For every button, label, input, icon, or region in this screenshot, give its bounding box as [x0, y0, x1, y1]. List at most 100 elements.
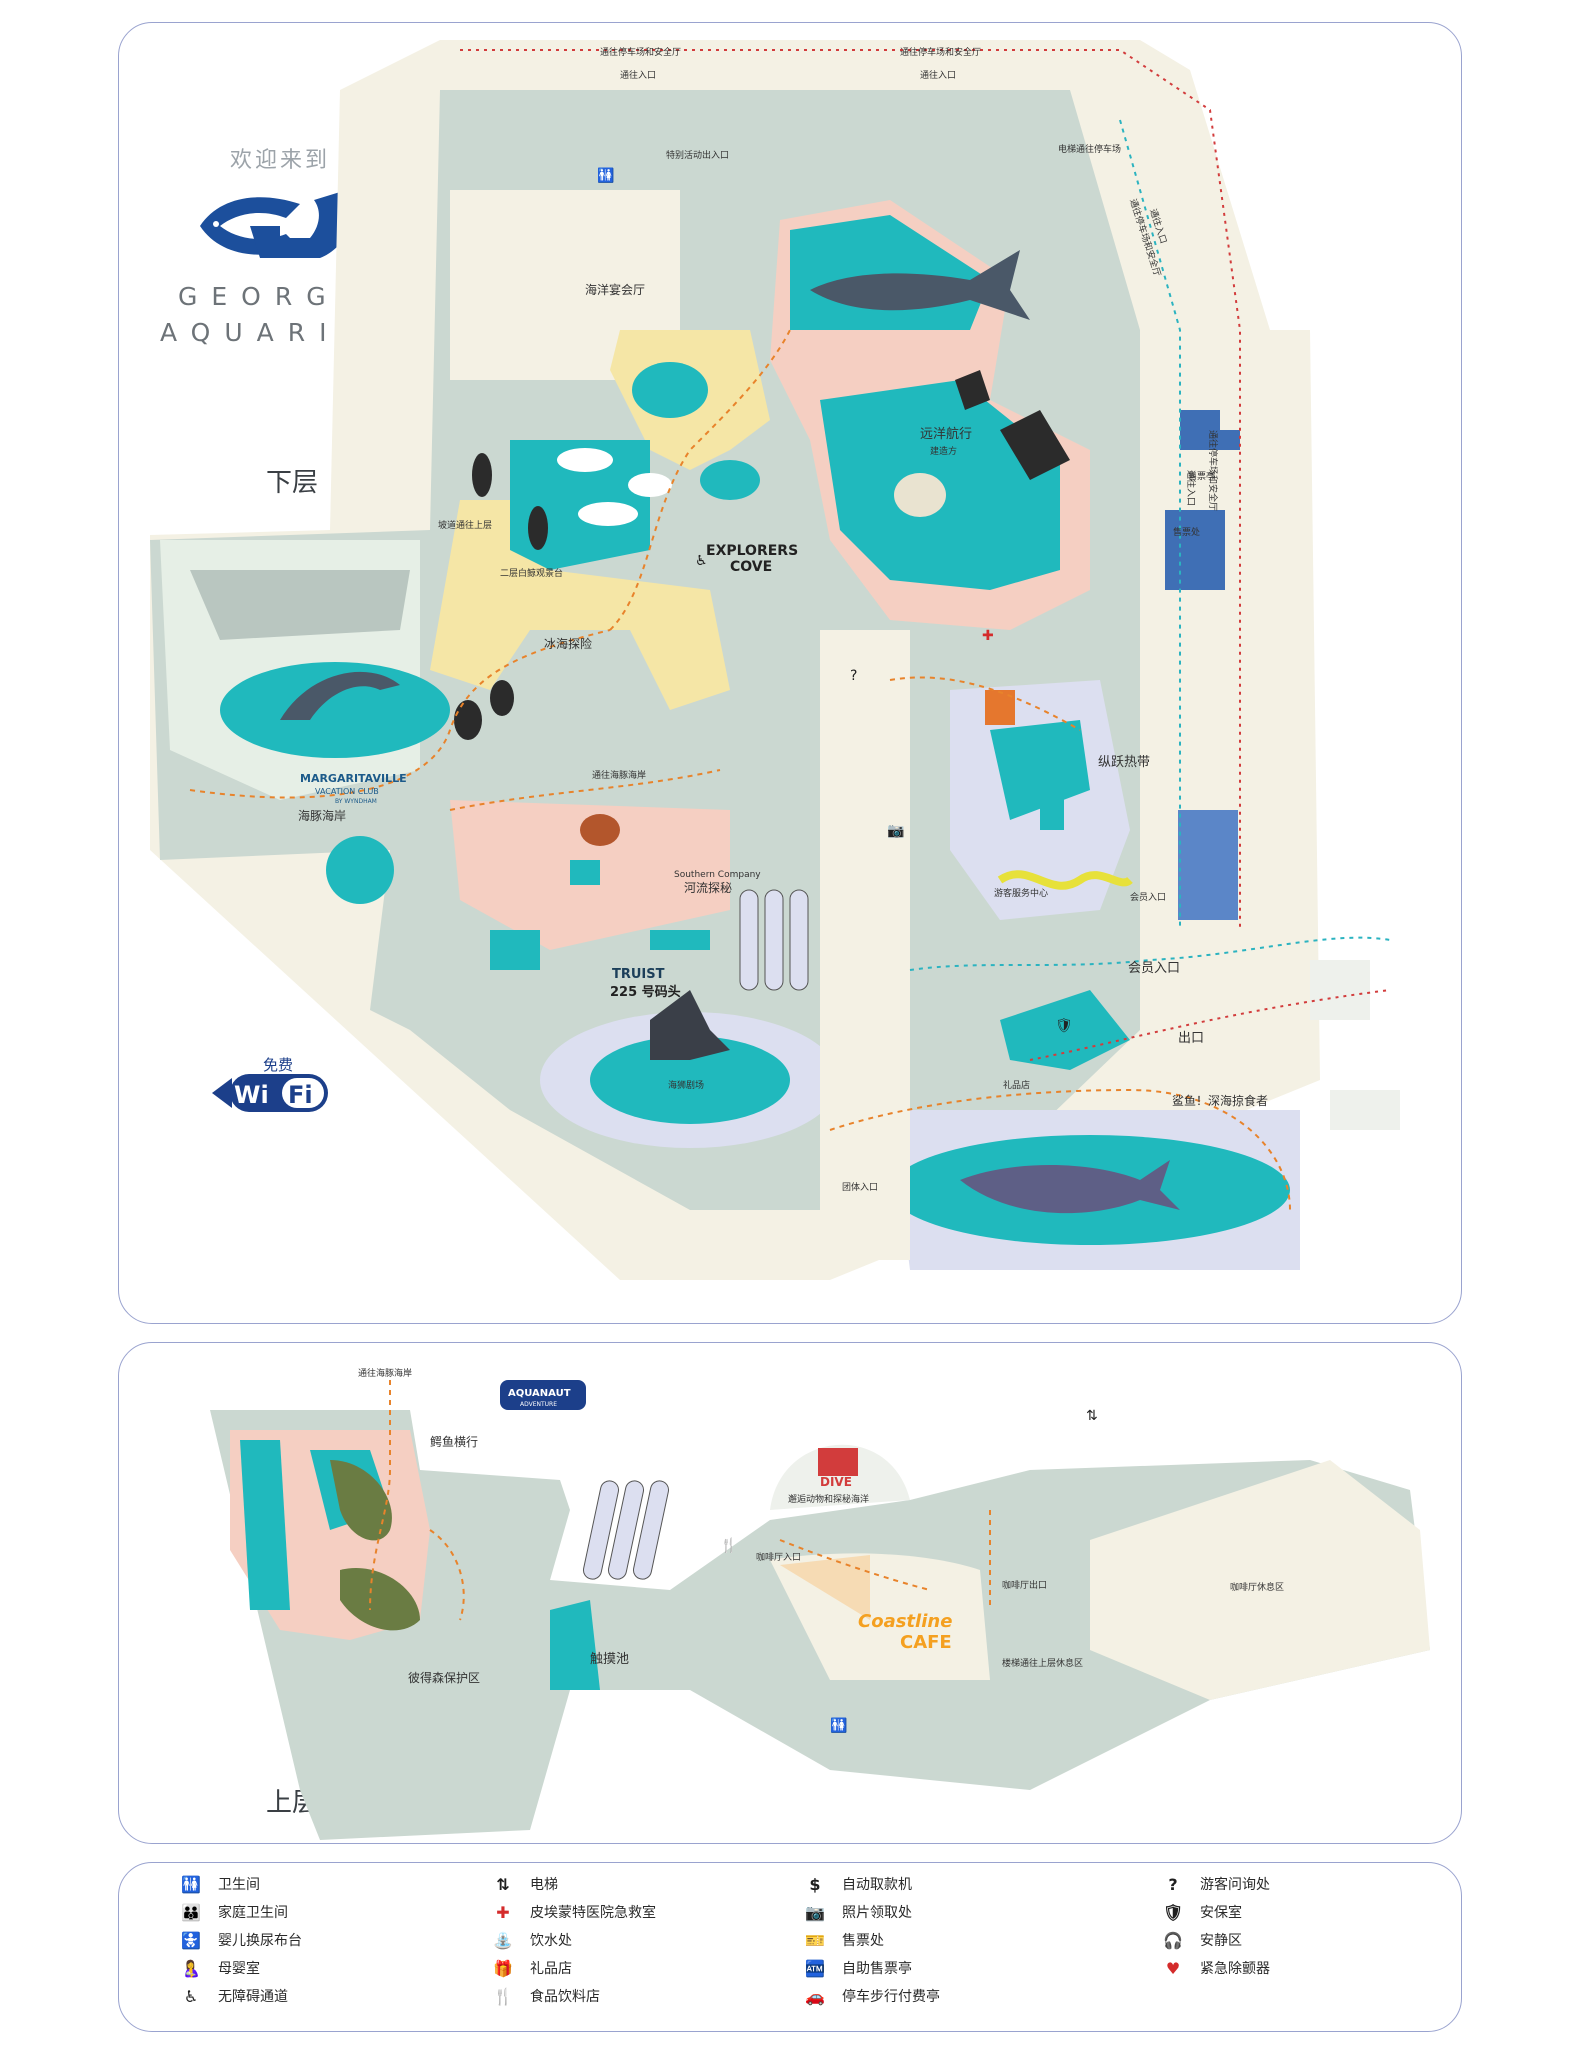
to-entrance-arrow-1: 通往入口 [620, 69, 656, 81]
ticket-icon: 🎫 [805, 1930, 825, 1950]
cafe-exit-label: 咖啡厅出口 [1002, 1579, 1047, 1591]
manta-ray-illustration [1000, 410, 1070, 480]
quiet-zone-icon: 🎧 [1163, 1930, 1183, 1950]
explorers-cove-line1: EXPLORERS [706, 543, 798, 559]
special-event-exit-label: 特别活动出入口 [666, 149, 729, 161]
elevator-to-parking-label: 电梯通往停车场 [1058, 143, 1121, 155]
hammerhead-illustration [960, 1160, 1180, 1214]
aed-icon: ♥ [1165, 1958, 1181, 1978]
sea-lion-illustration [650, 990, 730, 1060]
map-icons: 🚻 ♿ ? ✚ 📷 🛡 [597, 167, 1073, 1034]
legend-item-first-aid: ✚皮埃蒙特医院急救室 [490, 1898, 810, 1926]
group-entrance-label: 团体入口 [842, 1181, 878, 1193]
touch-pool-label: 触摸池 [590, 1652, 629, 1667]
penguin-illustration [472, 453, 492, 497]
to-dolphin-coast-label: 通往海豚海岸 [592, 769, 646, 781]
legend-item-quiet: 🎧安静区 [1160, 1926, 1440, 1954]
baby-changing-icon: 🚼 [181, 1930, 201, 1950]
dive-label: DIVE [820, 1475, 852, 1489]
food-icon: 🍴 [720, 1537, 737, 1554]
legend-column-1: 🚻卫生间 👪家庭卫生间 🚼婴儿换尿布台 🤱母婴室 ♿无障碍通道 [178, 1870, 498, 2010]
atm-icon: $ [809, 1874, 821, 1894]
lower-level-label: 下层 [266, 468, 319, 498]
eel-illustration [997, 870, 1133, 890]
cold-water-label: 冰海探险 [544, 636, 592, 651]
tropical-diver-label: 纵跃热带 [1098, 755, 1150, 770]
puffin-illustration [454, 700, 482, 740]
welcome-text: 欢迎来到 [230, 148, 331, 173]
aquanaut-label: AQUANAUT [508, 1388, 571, 1399]
restroom-upper-icon: 🚻 [830, 1717, 847, 1734]
explorers-cove-line2: COVE [730, 559, 772, 575]
family-restroom-icon: 👪 [181, 1902, 201, 1922]
legend-item-accessible: ♿无障碍通道 [178, 1982, 498, 2010]
ocean-voyager-sub: 建造方 [930, 445, 957, 457]
cafe-lounge-area [1090, 1460, 1430, 1700]
camera-icon: 📷 [805, 1902, 825, 1922]
elevator-icon: ⇅ [496, 1874, 510, 1894]
water-fountain-icon: ⛲ [493, 1930, 513, 1950]
legend-item-food: 🍴食品饮料店 [490, 1982, 810, 2010]
to-dolphin-coast-upper: 通往海豚海岸 [358, 1367, 412, 1379]
right-route-label-3: 通往停车场和安全厅 [1207, 430, 1219, 511]
legend-panel [118, 1862, 1462, 2032]
truist-label: TRUIST [612, 967, 665, 982]
wifi-text-wi: Wi [234, 1081, 269, 1109]
elevator-icon: ⇅ [1086, 1408, 1098, 1424]
lower-level-map: 通往停车场和安全厅 通往停车场和安全厅 通往入口 通往入口 特别活动出入口 电梯… [150, 40, 1400, 1280]
dive-area [770, 1444, 910, 1510]
legend-item-atm: $自动取款机 [802, 1870, 1122, 1898]
to-entrance-arrow-2: 通往入口 [920, 69, 956, 81]
ocean-voyager-label: 远洋航行 [920, 426, 972, 442]
upper-visitor-routes [369, 1380, 991, 1621]
peterson-label: 彼得森保护区 [408, 1670, 480, 1685]
legend-item-ticket-kiosk: 🏧自助售票亭 [802, 1954, 1122, 1982]
right-route-label-4: 通往入口 [1185, 470, 1197, 506]
pier-225-label: 225 号码头 [610, 984, 681, 1000]
river-scout-label: 河流探秘 [684, 881, 732, 895]
cafe-entrance-label: 咖啡厅入口 [756, 1551, 801, 1563]
legend-item-parking-pay: 🚗停车步行付费亭 [802, 1982, 1122, 2010]
wifi-text-fi: Fi [288, 1081, 313, 1109]
legend-item-aed: ♥紧急除颤器 [1160, 1954, 1440, 1982]
member-entrance-label: 会员入口 [1128, 961, 1180, 976]
upper-level-map: 通往海豚海岸 AQUANAUT ADVENTURE 鳄鱼横行 彼得森保护区 触摸… [210, 1367, 1430, 1840]
sharks-label: 鲨鱼！深海掠食者 [1172, 1093, 1268, 1108]
to-parking-arrow-2: 通往停车场和安全厅 [900, 46, 981, 58]
first-aid-icon: ✚ [982, 628, 994, 644]
dive-logo [818, 1448, 858, 1476]
to-upper-ramp-label: 坡道通往上层 [438, 519, 492, 531]
croc-walk-label: 鳄鱼横行 [430, 1435, 478, 1449]
to-parking-arrow-1: 通往停车场和安全厅 [600, 46, 681, 58]
parking-pay-icon: 🚗 [805, 1986, 825, 2006]
dolphin-illustration [280, 671, 400, 720]
legend-item-elevator: ⇅电梯 [490, 1870, 810, 1898]
gift-shop-label: 礼品店 [1003, 1079, 1030, 1091]
info-icon: ? [850, 668, 857, 684]
escalators-upper [582, 1480, 670, 1580]
accessible-icon: ♿ [695, 553, 708, 569]
ocean-ballroom-label: 海洋宴会厅 [585, 282, 645, 297]
legend-item-baby-changing: 🚼婴儿换尿布台 [178, 1926, 498, 1954]
crocodile-illustration [330, 1460, 392, 1541]
tickets-label: 售票处 [1173, 526, 1200, 538]
guest-services-label: 游客服务中心 [994, 887, 1048, 899]
legend-item-gift: 🎁礼品店 [490, 1954, 810, 1982]
nursing-room-icon: 🤱 [181, 1958, 201, 1978]
restroom-icon: 🚻 [597, 167, 614, 184]
legend-item-ticket: 🎫售票处 [802, 1926, 1122, 1954]
accessible-icon: ♿ [183, 1986, 199, 2006]
cold-water-path [430, 500, 730, 710]
aquanaut-badge [500, 1380, 586, 1410]
first-aid-icon: ✚ [496, 1902, 510, 1922]
stairs-note-label: 楼梯通往上层休息区 [1002, 1657, 1083, 1669]
georgia-aquarium-logo [200, 192, 349, 258]
legend-item-info: ?游客问询处 [1160, 1870, 1440, 1898]
gift-icon: 🎁 [493, 1958, 513, 1978]
otter-illustration [580, 814, 620, 846]
escalators-lower [739, 889, 809, 991]
beluga-deck-label: 二层白鲸观景台 [500, 567, 563, 579]
margaritaville-line2: VACATION CLUB [315, 787, 379, 796]
food-icon: 🍴 [493, 1986, 513, 2006]
wifi-badge: Wi Fi [212, 1074, 328, 1112]
